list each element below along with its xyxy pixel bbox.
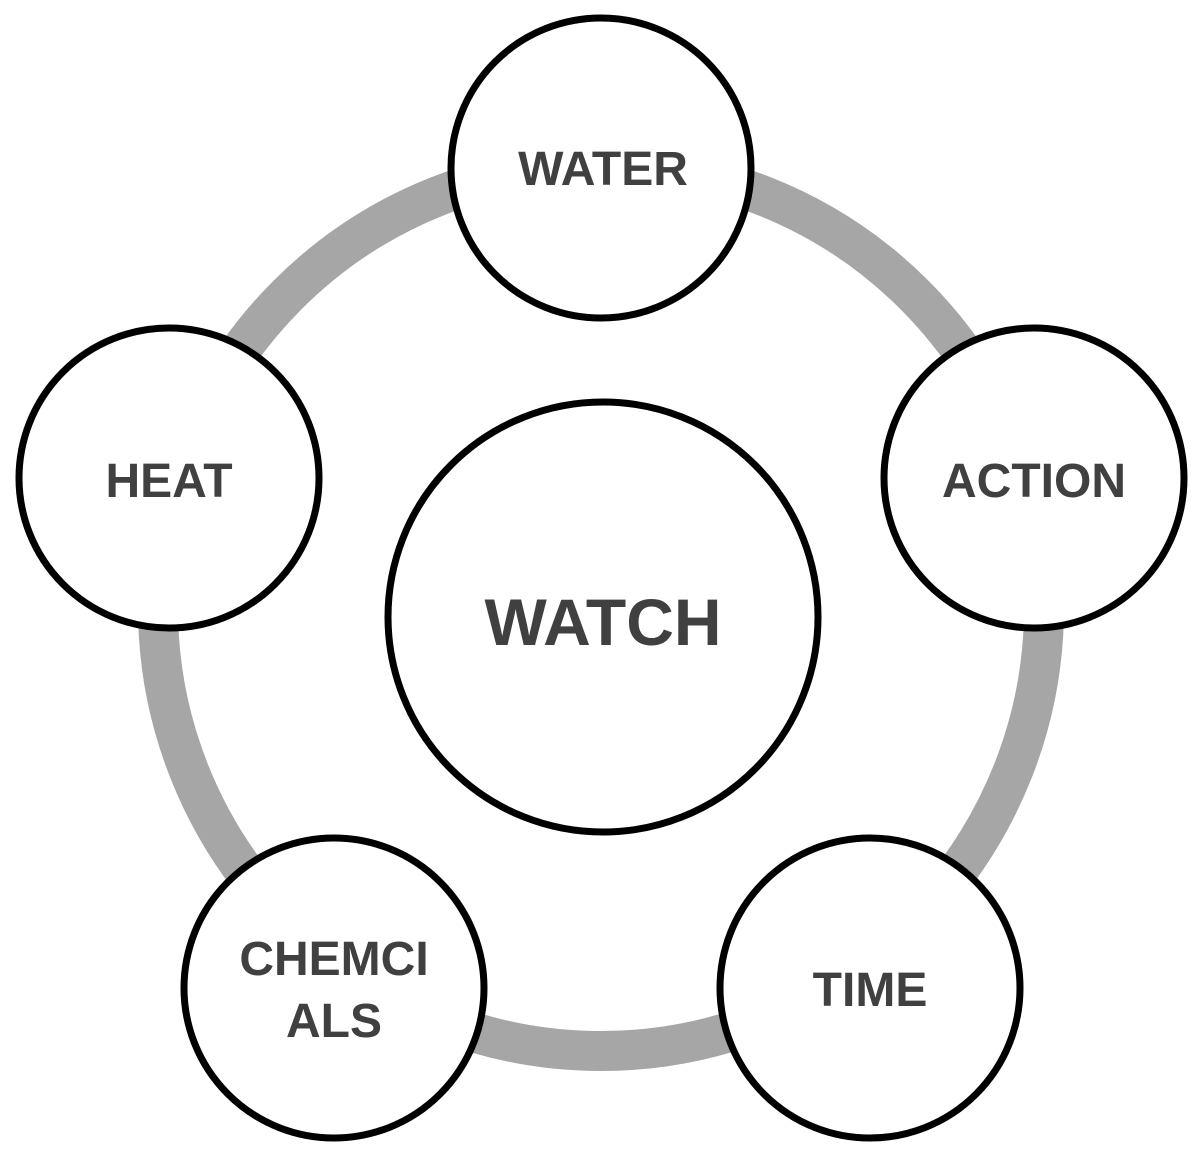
node-time-label: TIME — [813, 964, 928, 1017]
node-water-label: WATER — [518, 143, 688, 196]
node-chemicals: CHEMCI ALS — [180, 834, 488, 1142]
center-node: WATCH — [384, 398, 822, 836]
node-heat-circle — [15, 324, 323, 632]
node-action-circle — [880, 324, 1188, 632]
node-water-circle — [447, 14, 755, 322]
node-time: TIME — [716, 834, 1024, 1142]
node-heat-label: HEAT — [105, 455, 232, 508]
node-time-circle — [716, 834, 1024, 1142]
node-heat: HEAT — [15, 324, 323, 632]
center-circle — [384, 398, 822, 836]
node-chemicals-label-line2: ALS — [286, 995, 382, 1048]
node-chemicals-circle — [180, 834, 488, 1142]
node-chemicals-label-line1: CHEMCI — [239, 933, 428, 986]
node-water: WATER — [447, 14, 755, 322]
center-label: WATCH — [484, 585, 721, 659]
node-action: ACTION — [880, 324, 1188, 632]
node-action-label: ACTION — [942, 455, 1126, 508]
